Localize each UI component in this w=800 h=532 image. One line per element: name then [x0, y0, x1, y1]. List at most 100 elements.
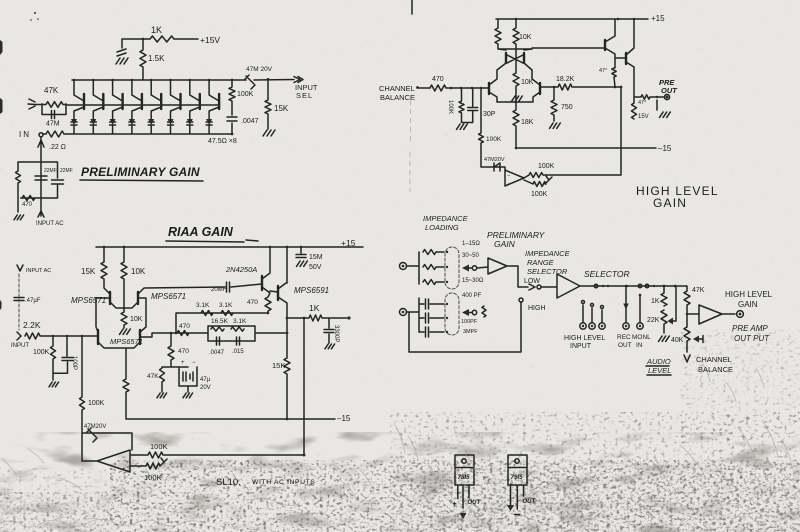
svg-text:HIGH LEVEL: HIGH LEVEL	[564, 335, 605, 342]
svg-text:−: −	[507, 173, 510, 179]
svg-text:47M: 47M	[46, 121, 60, 128]
svg-text:47K: 47K	[44, 86, 59, 95]
svg-text:.0047: .0047	[241, 118, 259, 125]
svg-text:LOW: LOW	[524, 278, 540, 285]
svg-text:47°: 47°	[599, 68, 607, 74]
svg-text:+: +	[453, 501, 457, 508]
svg-text:INPUT AC: INPUT AC	[36, 221, 64, 227]
svg-text:15M: 15M	[309, 254, 323, 261]
svg-text:−: −	[122, 455, 126, 461]
svg-text:22MF: 22MF	[44, 168, 57, 174]
svg-text:MPS6571: MPS6571	[151, 292, 186, 301]
svg-text:−: −	[192, 360, 196, 366]
svg-text:IMPEDANCE: IMPEDANCE	[423, 214, 469, 223]
svg-text:1.5K: 1.5K	[148, 54, 165, 63]
svg-text:GAIN: GAIN	[738, 300, 758, 309]
svg-text:3300P: 3300P	[333, 325, 339, 342]
svg-text:47µ: 47µ	[200, 377, 211, 383]
svg-text:.015: .015	[232, 349, 244, 355]
svg-text:.0047: .0047	[209, 350, 225, 356]
svg-text:IN: IN	[19, 130, 31, 139]
svg-text:MPS6571: MPS6571	[71, 296, 106, 305]
svg-text:+15: +15	[651, 14, 665, 23]
svg-text:50V: 50V	[309, 264, 322, 271]
svg-text:CHANNEL: CHANNEL	[696, 355, 732, 364]
svg-text:470: 470	[247, 299, 258, 306]
svg-text:10K: 10K	[131, 267, 146, 276]
svg-text:OUT: OUT	[523, 499, 537, 505]
svg-text:15K: 15K	[272, 361, 285, 370]
svg-text:750: 750	[561, 104, 573, 111]
svg-text:79I5: 79I5	[511, 474, 524, 481]
svg-text:SELECTOR: SELECTOR	[527, 267, 568, 276]
svg-text:100K: 100K	[538, 163, 555, 170]
svg-text:MPS6571: MPS6571	[110, 337, 143, 346]
svg-text:2N4250A: 2N4250A	[225, 265, 257, 274]
svg-text:47°: 47°	[638, 100, 646, 106]
svg-text:HIGH LEVEL: HIGH LEVEL	[725, 290, 773, 299]
svg-text:15K: 15K	[81, 267, 96, 276]
svg-text:BALANCE: BALANCE	[380, 93, 415, 102]
svg-text:LEVEL: LEVEL	[648, 366, 671, 375]
svg-text:MPS6591: MPS6591	[294, 286, 329, 295]
svg-text:10K: 10K	[521, 79, 534, 86]
svg-text:1–15Ω: 1–15Ω	[462, 241, 480, 247]
svg-text:.22 Ω: .22 Ω	[49, 144, 66, 151]
svg-text:PRE: PRE	[659, 78, 675, 87]
svg-text:INPUT: INPUT	[570, 343, 592, 350]
svg-text:SELECTOR: SELECTOR	[584, 269, 630, 279]
svg-text:–15: –15	[337, 414, 351, 423]
svg-text:.47µF: .47µF	[25, 298, 41, 304]
svg-text:100K: 100K	[88, 400, 105, 407]
svg-text:1K: 1K	[151, 25, 162, 35]
svg-text:100K: 100K	[150, 442, 168, 451]
svg-text:BALANCE: BALANCE	[698, 365, 733, 374]
svg-text:SEL: SEL	[296, 91, 313, 100]
svg-text:+: +	[122, 467, 126, 473]
svg-text:47K: 47K	[147, 373, 159, 380]
svg-text:OUT: OUT	[661, 86, 678, 95]
svg-text:100PF: 100PF	[461, 319, 478, 325]
svg-text:100K: 100K	[237, 91, 254, 98]
svg-text:47M20V: 47M20V	[484, 157, 505, 163]
svg-text:15V: 15V	[638, 114, 649, 120]
svg-text:470: 470	[22, 202, 33, 208]
svg-text:100K: 100K	[33, 349, 50, 356]
svg-text:400 PF: 400 PF	[462, 293, 482, 299]
svg-text:RIAA GAIN: RIAA GAIN	[168, 225, 234, 239]
svg-text:40K: 40K	[671, 337, 684, 344]
svg-text:10K: 10K	[130, 316, 143, 323]
svg-text:REC: REC	[617, 334, 631, 341]
svg-text:IMPEDANCE: IMPEDANCE	[525, 249, 571, 258]
svg-text:16.5K: 16.5K	[211, 318, 229, 325]
svg-text:WITH AC INPUTS: WITH AC INPUTS	[252, 479, 316, 486]
svg-text:OUT: OUT	[618, 342, 632, 349]
svg-text:PRELIMINARY: PRELIMINARY	[487, 230, 546, 240]
svg-text:15K: 15K	[274, 104, 289, 113]
svg-text:3.1K: 3.1K	[196, 302, 210, 309]
svg-text:AUDIO: AUDIO	[646, 357, 671, 366]
svg-text:MONL: MONL	[632, 334, 651, 341]
svg-text:470: 470	[178, 348, 189, 355]
svg-text:IN: IN	[636, 342, 643, 349]
svg-text:47.5Ω ×8: 47.5Ω ×8	[208, 138, 237, 145]
svg-text:100K: 100K	[486, 136, 502, 143]
svg-text:GAIN: GAIN	[653, 196, 687, 210]
svg-text:2.2K: 2.2K	[23, 320, 41, 330]
svg-text:GAIN: GAIN	[494, 239, 516, 249]
svg-text:470: 470	[179, 323, 190, 330]
svg-text:HIGH LEVEL: HIGH LEVEL	[636, 184, 719, 198]
svg-text:10K: 10K	[519, 34, 532, 41]
svg-text:100P: 100P	[71, 356, 77, 370]
svg-text:30~50: 30~50	[462, 253, 480, 259]
svg-text:20MF: 20MF	[211, 287, 227, 293]
svg-text:INPUT: INPUT	[295, 83, 318, 92]
svg-text:18K: 18K	[521, 119, 534, 126]
svg-text:470: 470	[432, 76, 444, 83]
svg-text:47M 20V: 47M 20V	[246, 66, 273, 73]
svg-text:HIGH: HIGH	[528, 305, 546, 312]
svg-text:22K: 22K	[647, 317, 660, 324]
svg-text:PRELIMINARY GAIN: PRELIMINARY GAIN	[81, 165, 200, 179]
svg-text:1K: 1K	[651, 298, 660, 305]
svg-text:30P: 30P	[483, 111, 496, 118]
